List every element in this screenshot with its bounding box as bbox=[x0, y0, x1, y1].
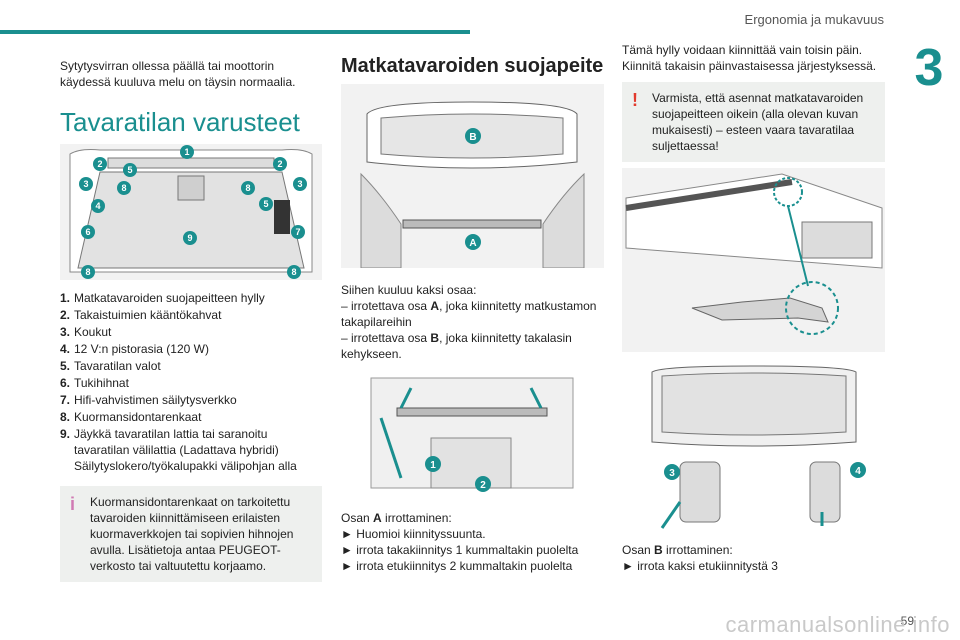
list-item-number: 2. bbox=[60, 308, 71, 322]
list-item-text: Tukihihnat bbox=[74, 376, 129, 390]
removal-b-step: ► irrota kaksi etukiinnitystä 3 bbox=[622, 559, 778, 573]
list-item: 9.Jäykkä tavaratilan lattia tai saranoit… bbox=[60, 426, 322, 474]
list-item-text: Hifi-vahvistimen säilytysverkko bbox=[74, 393, 237, 407]
cover-diagram: B A bbox=[360, 101, 585, 268]
trunk-illustration: 1 2 2 3 3 4 5 5 6 7 8 8 8 8 9 bbox=[60, 144, 322, 280]
install-diagram bbox=[625, 173, 883, 335]
step-2: ► irrota takakiinnitys 1 kummaltakin puo… bbox=[341, 543, 579, 557]
page-number: 59 bbox=[900, 614, 914, 628]
callout-2: 2 bbox=[480, 480, 486, 491]
svg-text:4: 4 bbox=[95, 201, 100, 211]
intro-text: Sytytysvirran ollessa päällä tai moottor… bbox=[60, 59, 296, 89]
list-item-text: Tavaratilan valot bbox=[74, 359, 161, 373]
removal-a-illustration: 1 2 bbox=[341, 368, 604, 500]
list-item: 1.Matkatavaroiden suojapeitteen hylly bbox=[60, 290, 322, 306]
step-3: ► irrota etukiinnitys 2 kummaltakin puol… bbox=[341, 559, 573, 573]
svg-text:5: 5 bbox=[263, 199, 268, 209]
part-b-line: – irrotettava osa B, joka kiinnitetty ta… bbox=[341, 331, 572, 361]
callout-group bbox=[79, 145, 307, 279]
removal-b-heading: Osan B irrottaminen: bbox=[622, 543, 733, 557]
callout-4: 4 bbox=[855, 466, 861, 477]
list-item-text: Kuormansidontarenkaat bbox=[74, 410, 202, 424]
svg-text:5: 5 bbox=[127, 165, 132, 175]
list-item-number: 9. bbox=[60, 427, 71, 441]
warning-icon: ! bbox=[632, 90, 638, 110]
list-item-number: 1. bbox=[60, 291, 71, 305]
part-a-line: – irrotettava osa A, joka kiinnitetty ma… bbox=[341, 299, 597, 329]
list-item: 5.Tavaratilan valot bbox=[60, 358, 322, 374]
list-item-number: 7. bbox=[60, 393, 71, 407]
svg-text:3: 3 bbox=[83, 179, 88, 189]
column-2: Matkatavaroiden suojapeite B A Siihen ku… bbox=[341, 55, 604, 580]
label-b: B bbox=[469, 132, 476, 143]
svg-text:3: 3 bbox=[297, 179, 302, 189]
list-item-text: 12 V:n pistorasia (120 W) bbox=[74, 342, 209, 356]
trunk-diagram: 1 2 2 3 3 4 5 5 6 7 8 8 8 8 9 bbox=[69, 145, 313, 279]
callout-3: 3 bbox=[669, 468, 675, 479]
svg-text:1: 1 bbox=[184, 147, 189, 157]
list-item-number: 4. bbox=[60, 342, 71, 356]
info-note: i Kuormansidontarenkaat on tarkoitettu t… bbox=[60, 486, 322, 582]
list-item-number: 6. bbox=[60, 376, 71, 390]
svg-text:9: 9 bbox=[187, 233, 192, 243]
svg-text:6: 6 bbox=[85, 227, 90, 237]
removal-a-heading: Osan A irrottaminen: bbox=[341, 511, 452, 525]
removal-a-diagram: 1 2 bbox=[370, 377, 574, 492]
svg-text:2: 2 bbox=[277, 159, 282, 169]
info-icon: i bbox=[70, 494, 76, 514]
removal-b-illustration: 3 4 bbox=[622, 362, 885, 532]
list-item: 4.12 V:n pistorasia (120 W) bbox=[60, 341, 322, 357]
chapter-number: 3 bbox=[898, 42, 960, 94]
list-item-text: Jäykkä tavaratilan lattia tai saranoitu … bbox=[74, 427, 297, 473]
list-item: 7.Hifi-vahvistimen säilytysverkko bbox=[60, 392, 322, 408]
list-item-text: Koukut bbox=[74, 325, 112, 339]
info-note-text: Kuormansidontarenkaat on tarkoitettu tav… bbox=[90, 495, 294, 573]
label-a: A bbox=[469, 238, 476, 249]
list-item-number: 8. bbox=[60, 410, 71, 424]
svg-text:7: 7 bbox=[295, 227, 300, 237]
list-item-text: Takaistuimien kääntökahvat bbox=[74, 308, 222, 322]
svg-text:8: 8 bbox=[85, 267, 90, 277]
list-item-number: 3. bbox=[60, 325, 71, 339]
warning-text: Varmista, että asennat matkatavaroiden s… bbox=[652, 91, 864, 153]
warning-note: ! Varmista, että asennat matkatavaroiden… bbox=[622, 82, 885, 162]
column-3: Tämä hylly voidaan kiinnittää vain toisi… bbox=[622, 28, 885, 580]
svg-text:8: 8 bbox=[291, 267, 296, 277]
list-item: 8.Kuormansidontarenkaat bbox=[60, 409, 322, 425]
heading-luggage-cover: Matkatavaroiden suojapeite bbox=[341, 55, 604, 77]
column-1: Sytytysvirran ollessa päällä tai moottor… bbox=[60, 58, 322, 582]
removal-b-diagram: 3 4 bbox=[651, 365, 866, 529]
list-item: 3.Koukut bbox=[60, 324, 322, 340]
watermark: carmanualsonline.info bbox=[725, 612, 950, 637]
callout-1: 1 bbox=[430, 460, 436, 471]
svg-text:8: 8 bbox=[245, 183, 250, 193]
list-item: 2.Takaistuimien kääntökahvat bbox=[60, 307, 322, 323]
install-illustration bbox=[622, 168, 885, 352]
refit-intro: Tämä hylly voidaan kiinnittää vain toisi… bbox=[622, 43, 877, 73]
section-title: Ergonomia ja mukavuus bbox=[744, 12, 884, 27]
luggage-cover-illustration: B A bbox=[341, 84, 604, 268]
step-1: ► Huomioi kiinnityssuunta. bbox=[341, 527, 486, 541]
heading-trunk-equipment: Tavaratilan varusteet bbox=[60, 107, 300, 137]
svg-text:2: 2 bbox=[97, 159, 102, 169]
list-item: 6.Tukihihnat bbox=[60, 375, 322, 391]
list-item-number: 5. bbox=[60, 359, 71, 373]
parts-intro: Siihen kuuluu kaksi osaa: bbox=[341, 283, 477, 297]
header-accent-bar bbox=[0, 30, 470, 34]
svg-text:8: 8 bbox=[121, 183, 126, 193]
list-item-text: Matkatavaroiden suojapeitteen hylly bbox=[74, 291, 265, 305]
